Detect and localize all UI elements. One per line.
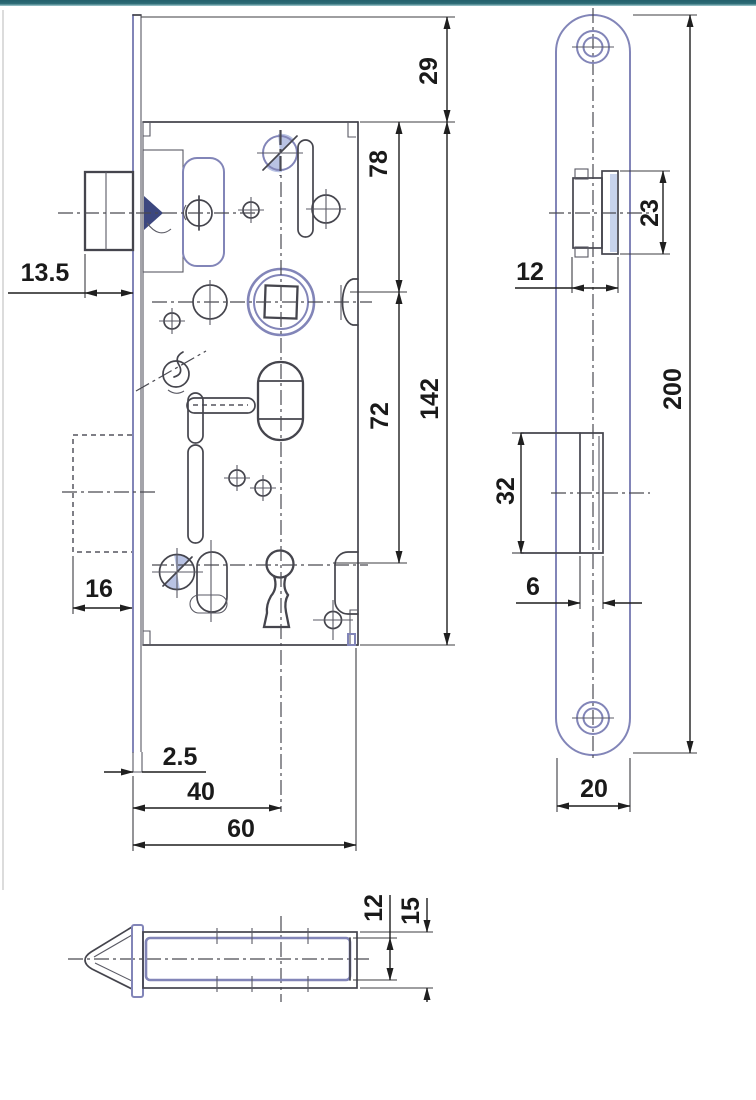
left-edge-shadow xyxy=(2,10,4,890)
dim-label-78: 78 xyxy=(365,150,393,178)
deadbolt xyxy=(62,434,158,553)
spring-lever xyxy=(135,350,207,394)
case-notch-top-right xyxy=(347,122,356,138)
dim-label-12-side: 12 xyxy=(516,258,544,286)
small-hole-upper xyxy=(238,197,264,223)
top-screw-hole xyxy=(572,30,614,64)
case-tab-bottom-right xyxy=(347,633,356,646)
latch-bolt-head xyxy=(83,170,135,252)
dim-label-6: 6 xyxy=(526,573,540,601)
case-bottom-profile xyxy=(142,928,358,992)
side-view xyxy=(520,8,652,762)
bottom-guide-slots xyxy=(189,540,228,622)
spring-slot xyxy=(297,139,314,238)
latch-bolt-side xyxy=(549,168,652,258)
dim-faceplate-length: 200 xyxy=(633,14,697,754)
small-hole-left xyxy=(159,308,185,334)
top-teal-border xyxy=(0,0,756,6)
dim-latch-height: 23 xyxy=(620,170,670,255)
dim-latch-width: 12 xyxy=(515,257,619,293)
bottom-dimensions: 12 15 xyxy=(353,894,433,1002)
small-hole-mid-2 xyxy=(250,475,276,501)
lever-arm xyxy=(186,392,256,544)
dim-case-height: 142 xyxy=(416,121,451,646)
dim-deadbolt-throw-side: 6 xyxy=(516,556,642,609)
spindle-follower xyxy=(152,267,372,337)
dim-label-16: 16 xyxy=(85,575,113,603)
case-notch-bottom-left xyxy=(143,630,151,645)
dim-top-margin: 29 xyxy=(415,16,451,123)
dim-backset: 40 xyxy=(132,776,282,851)
latch-spring-bracket xyxy=(182,157,225,267)
lock-case xyxy=(142,121,359,646)
faceplate-end-cap xyxy=(132,752,143,773)
dim-overall-thickness: 15 xyxy=(397,897,431,1002)
dim-faceplate-thickness: 2.5 xyxy=(104,743,206,776)
dim-label-29: 29 xyxy=(415,57,443,85)
latch-bevel-section xyxy=(144,196,163,230)
dim-latch-projection: 13.5 xyxy=(8,254,134,298)
case-notch-top-left xyxy=(143,122,151,137)
faceplate-cross-section xyxy=(131,924,144,998)
top-screw-post xyxy=(257,130,303,176)
dim-case-depth: 60 xyxy=(132,648,357,851)
small-hole-mid-1 xyxy=(224,465,250,491)
dim-label-142: 142 xyxy=(416,378,444,420)
dim-case-thickness: 12 xyxy=(360,894,394,981)
bottom-screw-hole xyxy=(572,701,614,735)
bottom-view xyxy=(68,916,372,1002)
dim-label-13-5: 13.5 xyxy=(21,259,70,287)
dim-label-72: 72 xyxy=(366,402,394,430)
dim-label-40: 40 xyxy=(187,778,215,806)
dim-label-15: 15 xyxy=(397,897,425,925)
keyhole xyxy=(262,549,295,629)
dim-deadbolt-height: 32 xyxy=(492,432,525,554)
dim-label-12-bottom: 12 xyxy=(360,894,388,922)
latch-wedge xyxy=(84,926,133,990)
dim-label-60: 60 xyxy=(227,815,255,843)
dim-hub-from-top: 78 xyxy=(365,121,403,293)
small-hole-bottom xyxy=(313,600,353,640)
slide-slot xyxy=(187,444,204,544)
bottom-screw-post xyxy=(152,548,203,598)
dim-label-23: 23 xyxy=(636,199,664,227)
dim-label-200: 200 xyxy=(659,368,687,410)
deadbolt-side xyxy=(520,432,650,554)
dim-faceplate-width: 20 xyxy=(556,758,631,812)
hub-left-hole xyxy=(192,280,228,325)
latch-bolt-assembly xyxy=(58,149,258,273)
dim-label-20: 20 xyxy=(580,775,608,803)
dim-label-32: 32 xyxy=(492,477,520,505)
dim-label-2-5: 2.5 xyxy=(163,743,198,771)
front-view xyxy=(58,14,372,812)
dim-deadbolt-throw: 16 xyxy=(72,556,133,614)
case-cutout-lower-right xyxy=(334,551,359,615)
upper-right-hole xyxy=(306,189,346,229)
side-dimensions: 23 12 200 32 xyxy=(492,14,697,812)
dim-hub-to-keyhole: 72 xyxy=(366,291,403,564)
faceplate-edge xyxy=(132,14,143,773)
front-dimensions: 13.5 29 142 78 72 xyxy=(8,16,455,851)
